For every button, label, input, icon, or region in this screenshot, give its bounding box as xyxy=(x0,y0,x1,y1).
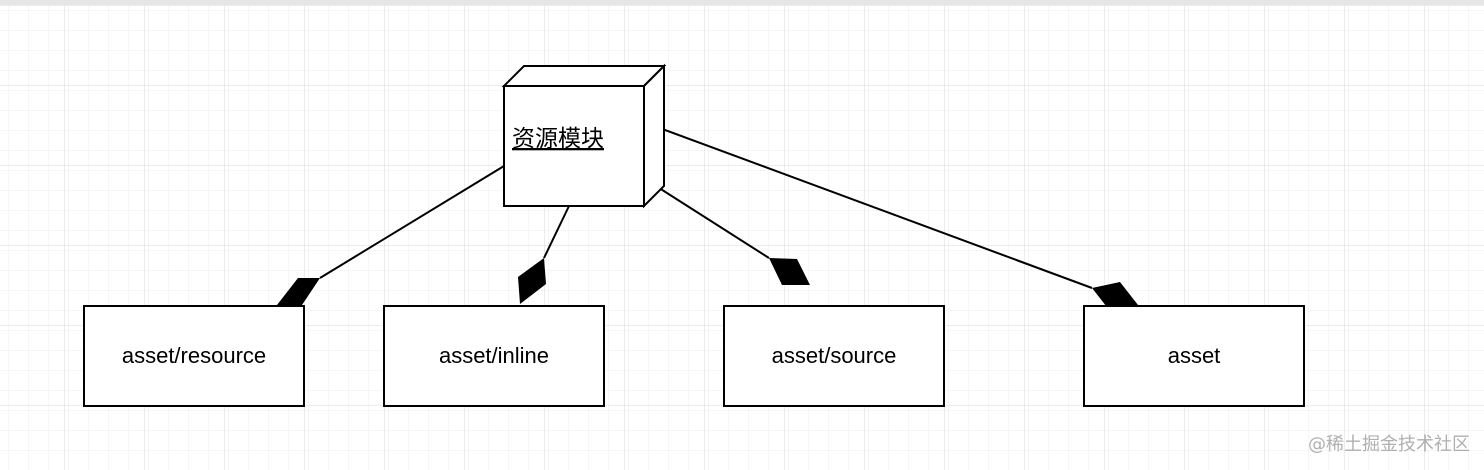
connector-asset-inline[interactable] xyxy=(518,205,570,304)
box-label: asset/inline xyxy=(439,343,549,368)
connector-asset[interactable] xyxy=(656,126,1138,311)
box-asset-source[interactable]: asset/source xyxy=(723,305,945,407)
node-side-face xyxy=(643,63,665,209)
connector-asset-source[interactable] xyxy=(655,185,810,285)
resource-module-node[interactable]: 资源模块 xyxy=(501,63,667,209)
connector-asset-resource[interactable] xyxy=(277,165,505,305)
node-top-face xyxy=(501,65,667,87)
composition-diamond-icon xyxy=(1092,282,1138,311)
composition-diamond-icon xyxy=(277,278,320,305)
composition-diamond-icon xyxy=(518,258,546,304)
box-label: asset/resource xyxy=(122,343,266,368)
box-asset-resource[interactable]: asset/resource xyxy=(83,305,305,407)
box-asset[interactable]: asset xyxy=(1083,305,1305,407)
composition-diamond-icon xyxy=(769,258,810,285)
window-top-bar xyxy=(0,0,1484,5)
box-asset-inline[interactable]: asset/inline xyxy=(383,305,605,407)
watermark-text: @稀土掘金技术社区 xyxy=(1308,434,1470,455)
box-label: asset xyxy=(1168,343,1221,368)
node-label: 资源模块 xyxy=(512,126,604,152)
box-label: asset/source xyxy=(772,343,897,368)
node-front-face xyxy=(503,85,645,207)
